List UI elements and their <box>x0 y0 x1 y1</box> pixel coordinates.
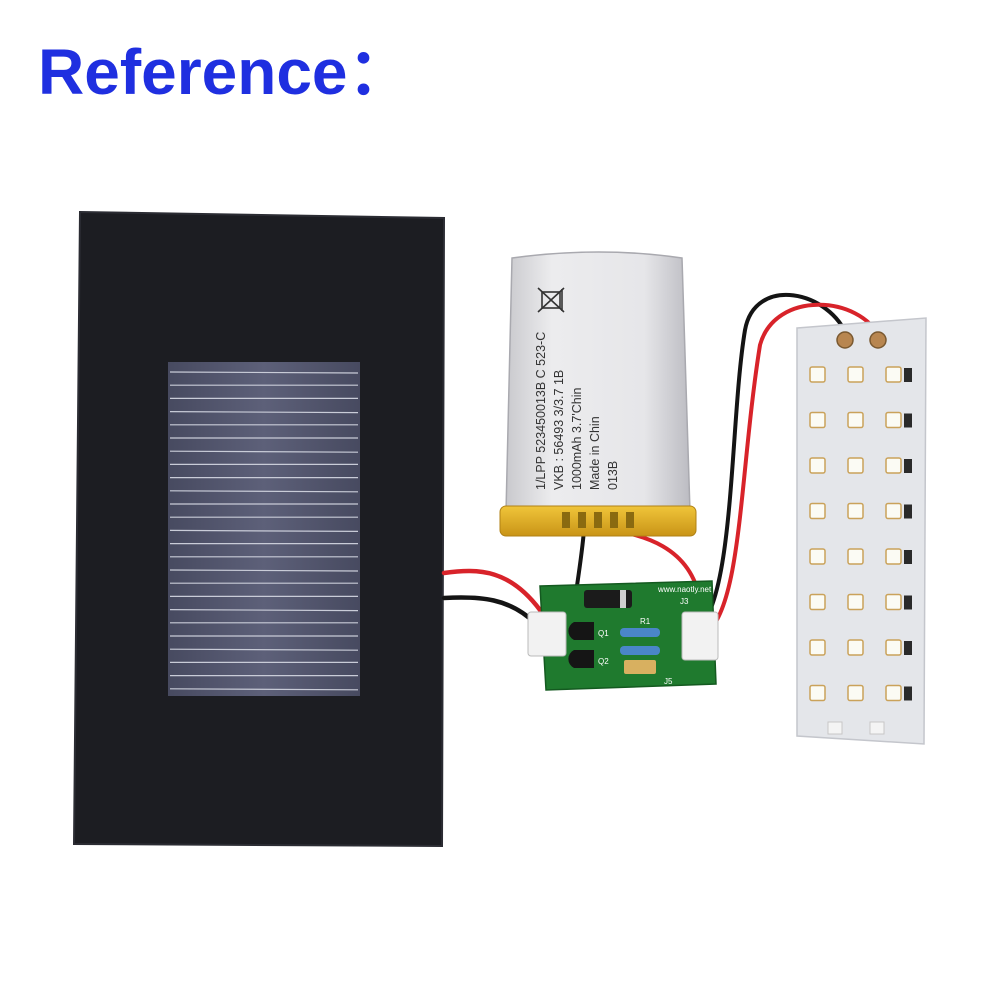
solar-cell-line <box>169 371 359 374</box>
solar-cell-line <box>169 608 359 612</box>
smd-resistor <box>904 550 912 564</box>
smd-resistor <box>904 686 912 701</box>
smd-led <box>847 639 864 656</box>
smd-led <box>809 593 826 611</box>
pcb-label-q2: Q2 <box>598 657 609 666</box>
smd-led <box>885 639 902 656</box>
solar-cell-line <box>169 648 359 651</box>
smd-led <box>885 366 902 383</box>
solar-panel <box>72 210 446 848</box>
smd-led <box>885 593 902 611</box>
solar-cell-line <box>169 450 359 453</box>
solar-cell-line <box>169 688 359 691</box>
smd-led <box>885 502 902 520</box>
smd-led <box>847 502 864 520</box>
led-board <box>796 317 927 745</box>
battery-label-line: 013B <box>606 461 620 490</box>
smd-resistor <box>904 504 912 519</box>
solar-cell-lines <box>169 371 359 691</box>
smd-led <box>847 366 864 383</box>
solar-cell-line <box>169 569 359 572</box>
solar-cell-line <box>169 411 359 414</box>
smd-led <box>809 411 826 429</box>
smd-led <box>885 684 902 702</box>
smd-led <box>809 502 826 520</box>
pcb-label-j5: J5 <box>664 677 673 686</box>
solar-cell-line <box>169 490 359 493</box>
smd-led <box>809 639 826 656</box>
smd-led <box>847 684 864 702</box>
led-grid <box>809 366 912 702</box>
battery-label-line: 1000mAh 3.7'Chin <box>570 387 584 490</box>
smd-led <box>885 411 902 429</box>
pcb-label-q1: Q1 <box>598 629 609 638</box>
smd-led <box>847 548 864 565</box>
smd-resistor <box>904 413 912 428</box>
smd-led <box>885 457 902 474</box>
pcb-site-label: www.naotly.net <box>657 585 712 594</box>
reference-heading: Reference： <box>38 36 412 108</box>
smd-led <box>885 548 902 565</box>
smd-led <box>809 548 826 565</box>
smd-led <box>847 457 864 474</box>
smd-led <box>847 411 864 429</box>
battery-label-line: VKB : 56493 3/3.7 1B <box>552 370 566 490</box>
battery-label-line: 1/LPP 523450013B C 523-C <box>534 332 548 490</box>
pcb-label-r1: R1 <box>640 617 651 626</box>
smd-resistor <box>904 641 912 655</box>
smd-led <box>809 366 826 383</box>
smd-resistor <box>904 595 912 610</box>
smd-resistor <box>904 368 912 382</box>
pcb-label-j3: J3 <box>680 597 689 606</box>
battery-label-line: Made in Chin <box>588 416 602 490</box>
smd-resistor <box>904 459 912 473</box>
lipo-battery: 1/LPP 523450013B C 523-C VKB : 56493 3/3… <box>499 251 697 537</box>
recycle-bin-icon <box>537 287 565 313</box>
smd-led <box>809 457 826 474</box>
smd-led <box>809 684 826 702</box>
smd-led <box>847 593 864 611</box>
solar-cell-line <box>169 529 359 533</box>
controller-pcb: www.naotly.net J3 R1 Q1 Q2 J5 <box>527 580 719 691</box>
